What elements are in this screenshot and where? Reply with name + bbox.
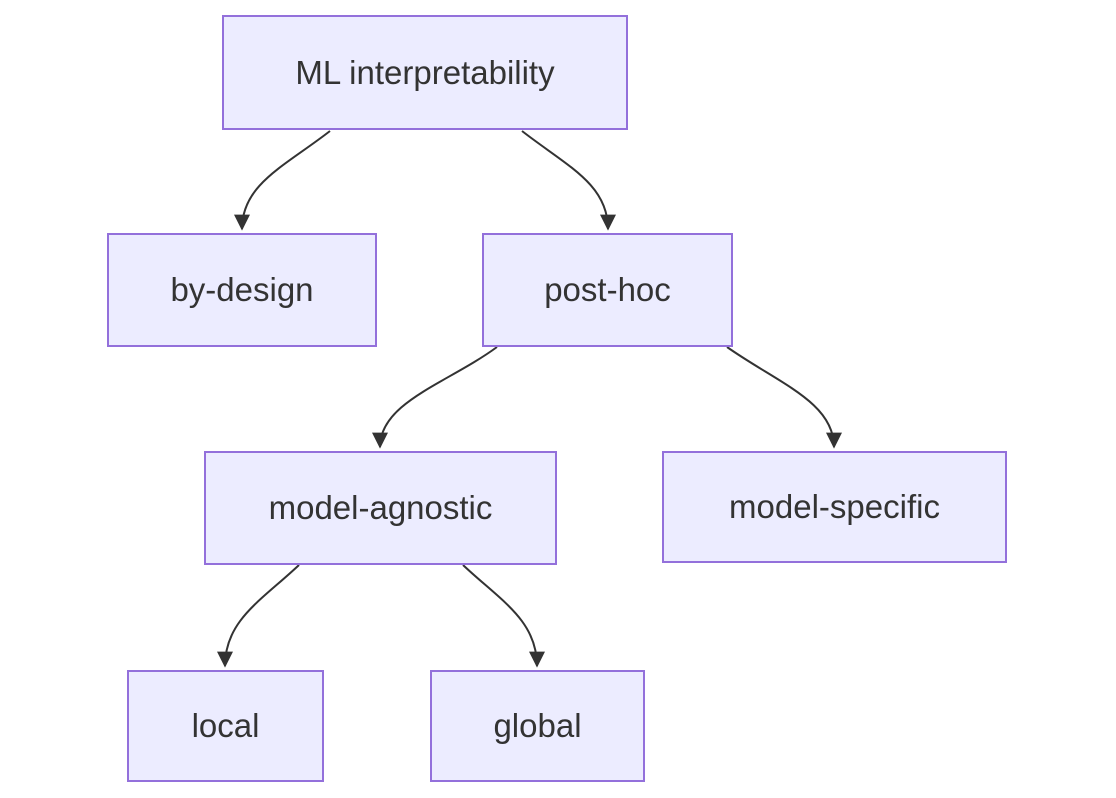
node-post-hoc: post-hoc (482, 233, 733, 347)
node-model-agnostic: model-agnostic (204, 451, 557, 565)
edge-post-hoc-to-model-agnostic (372, 346, 498, 449)
node-ml-interpretability: ML interpretability (222, 15, 628, 130)
edge-model-agnostic-to-global (462, 564, 545, 668)
edge-root-to-by-design (234, 130, 331, 231)
node-ml-interpretability-label: ML interpretability (295, 53, 555, 91)
node-post-hoc-label: post-hoc (544, 271, 671, 309)
edge-root-to-post-hoc (521, 130, 616, 231)
node-global: global (430, 670, 645, 782)
node-by-design: by-design (107, 233, 377, 347)
node-model-agnostic-label: model-agnostic (268, 489, 493, 527)
node-global-label: global (493, 707, 582, 745)
edge-model-agnostic-to-local (217, 564, 300, 668)
node-model-specific: model-specific (662, 451, 1007, 563)
node-model-specific-label: model-specific (729, 488, 940, 526)
node-local: local (127, 670, 324, 782)
node-by-design-label: by-design (170, 271, 314, 309)
edge-post-hoc-to-model-specific (726, 346, 842, 449)
node-local-label: local (191, 707, 260, 745)
